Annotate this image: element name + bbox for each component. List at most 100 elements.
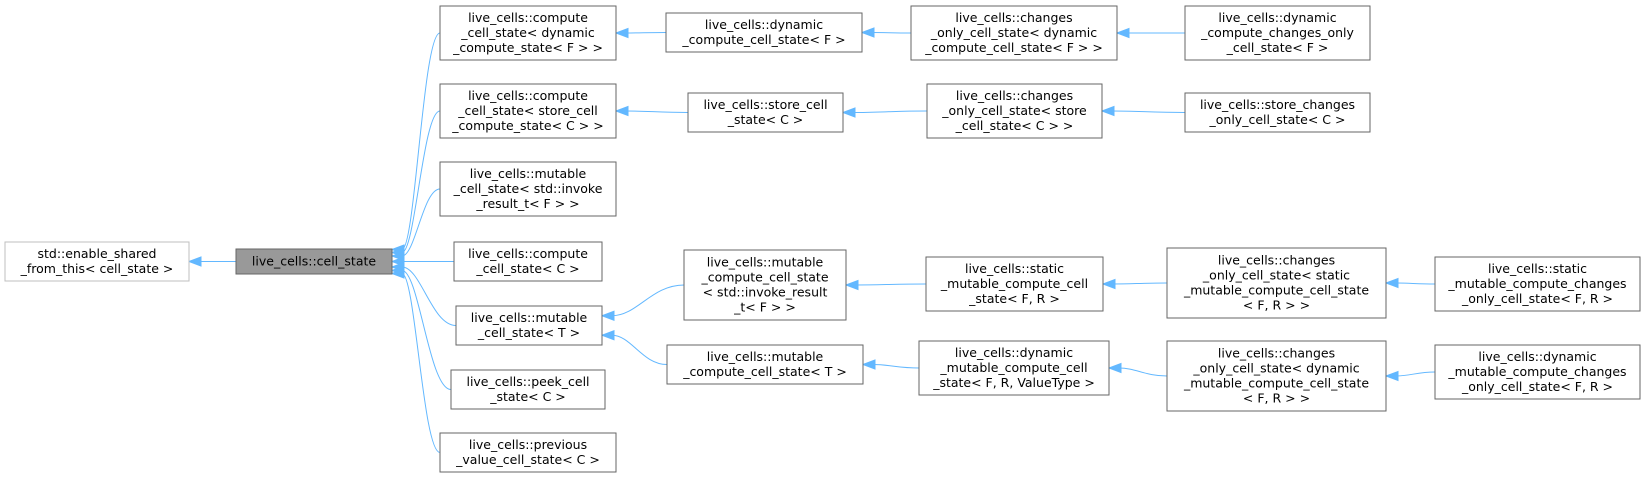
class-label-line: _cell_state< std::invoke — [453, 181, 603, 196]
class-node-compute-store[interactable]: live_cells::compute_cell_state< store_ce… — [439, 83, 617, 139]
edges-layer — [187, 27, 1436, 453]
class-label-line: live_cells::compute — [468, 10, 588, 25]
class-label-line: _cell_state< C > — [475, 261, 579, 276]
class-box — [1184, 92, 1371, 133]
class-label-line: _only_cell_state< static — [1202, 268, 1350, 283]
class-label-line: _from_this< cell_state > — [20, 261, 174, 276]
class-label-line: live_cells::dynamic — [1478, 349, 1596, 364]
class-label-line: _mutable_compute_cell — [940, 276, 1088, 291]
class-label-line: _cell_state< store_cell — [457, 103, 598, 118]
class-node-compute-c[interactable]: live_cells::compute_cell_state< C > — [453, 241, 603, 282]
class-node-dyn-compute[interactable]: live_cells::dynamic_compute_cell_state< … — [665, 12, 863, 53]
class-node-mutable-t[interactable]: live_cells::mutable_cell_state< T > — [455, 305, 603, 346]
class-node-mutable-invoke[interactable]: live_cells::mutable_cell_state< std::inv… — [439, 161, 617, 217]
class-label-line: live_cells::dynamic — [955, 345, 1073, 360]
class-label-line: _only_cell_state< dynamic — [930, 25, 1097, 40]
class-label-line: _compute_changes_only — [1200, 25, 1354, 40]
inheritance-edge — [401, 266, 457, 326]
class-label-line: live_cells::cell_state — [252, 254, 376, 269]
class-node-mut-compute-t[interactable]: live_cells::mutable_compute_cell_state< … — [666, 344, 864, 385]
inheritance-arrowhead — [614, 27, 629, 39]
class-node-changes-store[interactable]: live_cells::changes_only_cell_state< sto… — [926, 83, 1103, 139]
class-box — [1434, 256, 1641, 312]
inheritance-arrowhead — [187, 256, 202, 267]
class-node-peek[interactable]: live_cells::peek_cell_state< C > — [450, 369, 606, 410]
inheritance-edge — [611, 284, 685, 317]
class-node-static-mut[interactable]: live_cells::static_mutable_compute_cell_… — [925, 256, 1104, 312]
class-node-compute-dyn[interactable]: live_cells::compute_cell_state< dynamic_… — [439, 5, 617, 61]
class-label-line: live_cells::changes — [1218, 253, 1335, 268]
class-label-line: live_cells::changes — [956, 88, 1073, 103]
inheritance-edge — [871, 32, 912, 34]
class-node-static-changes-only[interactable]: live_cells::static_mutable_compute_chang… — [1434, 256, 1641, 312]
class-label-line: live_cells::dynamic — [705, 17, 823, 32]
class-label-line: _only_cell_state< C > — [1209, 112, 1346, 127]
class-label-line: _state< F, R, ValueType > — [932, 375, 1095, 390]
class-label-line: _mutable_compute_cell — [939, 360, 1087, 375]
inheritance-edge — [1111, 110, 1186, 113]
class-label-line: _cell_state< dynamic — [460, 25, 595, 40]
class-label-line: live_cells::mutable — [707, 255, 824, 270]
class-label-line: live_cells::changes — [955, 10, 1072, 25]
class-label-line: live_cells::mutable — [707, 349, 824, 364]
inheritance-arrowhead — [844, 279, 859, 291]
inheritance-edge — [611, 334, 668, 365]
inheritance-edge — [401, 110, 441, 253]
class-node-store-changes-only[interactable]: live_cells::store_changes_only_cell_stat… — [1184, 92, 1371, 133]
class-label-line: < F, R > > — [1243, 391, 1310, 406]
inheritance-edge — [1112, 282, 1168, 285]
class-label-line: _cell_state< F > — [1226, 40, 1329, 55]
class-label-line: live_cells::changes — [1218, 346, 1335, 361]
class-node-dyn-mut[interactable]: live_cells::dynamic_mutable_compute_cell… — [918, 340, 1110, 396]
inheritance-arrowhead — [1384, 370, 1399, 382]
class-label-line: live_cells::previous — [469, 437, 587, 452]
class-label-line: _compute_cell_state< T > — [682, 364, 847, 379]
class-label-line: live_cells::compute — [468, 246, 588, 261]
class-node-changes-static[interactable]: live_cells::changes_only_cell_state< sta… — [1166, 247, 1387, 319]
inheritance-arrowhead — [841, 107, 856, 118]
class-node-changes-dyn-mut[interactable]: live_cells::changes_only_cell_state< dyn… — [1166, 340, 1387, 412]
inheritance-arrowhead — [1107, 362, 1122, 374]
class-box — [235, 248, 393, 275]
class-box — [439, 161, 617, 217]
class-box — [666, 344, 864, 385]
class-label-line: _only_cell_state< F, R > — [1461, 291, 1613, 306]
class-label-line: _state< F, R > — [968, 291, 1060, 306]
class-node-previous[interactable]: live_cells::previous_value_cell_state< C… — [439, 432, 617, 473]
inheritance-arrowhead — [1115, 27, 1130, 39]
class-label-line: _t< F > > — [733, 300, 796, 315]
class-label-line: live_cells::mutable — [471, 310, 588, 325]
inheritance-edge — [1118, 367, 1168, 377]
class-label-line: live_cells::static — [965, 261, 1064, 276]
inheritance-edge — [855, 283, 927, 286]
inheritance-edge — [1395, 282, 1436, 285]
inheritance-arrowhead — [1101, 278, 1116, 290]
class-node-dyn-mut-changes-only[interactable]: live_cells::dynamic_mutable_compute_chan… — [1434, 344, 1641, 400]
inheritance-arrowhead — [600, 330, 615, 341]
class-node-cell-state[interactable]: live_cells::cell_state — [235, 248, 393, 275]
class-box — [439, 432, 617, 473]
class-label-line: _compute_state< F > > — [452, 40, 603, 55]
class-label-line: _mutable_compute_cell_state — [1183, 376, 1369, 391]
class-box — [687, 92, 844, 133]
inheritance-arrowhead — [614, 105, 629, 117]
class-node-changes-dyn[interactable]: live_cells::changes_only_cell_state< dyn… — [910, 5, 1118, 61]
class-box — [926, 83, 1103, 139]
inheritance-edge — [852, 110, 928, 113]
class-label-line: live_cells::store_changes — [1200, 97, 1355, 112]
class-node-store-cell[interactable]: live_cells::store_cell_state< C > — [687, 92, 844, 133]
class-box — [665, 12, 863, 53]
class-label-line: _mutable_compute_changes — [1447, 276, 1626, 291]
class-label-line: live_cells::store_cell — [703, 97, 827, 112]
class-box — [925, 256, 1104, 312]
inheritance-edge — [401, 188, 441, 257]
class-label-line: _only_cell_state< dynamic — [1192, 361, 1359, 376]
class-box — [1166, 247, 1387, 319]
class-node-dyn-changes-only[interactable]: live_cells::dynamic_compute_changes_only… — [1184, 5, 1371, 61]
class-node-mut-compute-invoke[interactable]: live_cells::mutable_compute_cell_state< … — [683, 249, 847, 321]
class-label-line: _mutable_compute_cell_state — [1183, 283, 1369, 298]
class-label-line: _value_cell_state< C > — [455, 452, 600, 467]
class-node-enable-shared[interactable]: std::enable_shared_from_this< cell_state… — [4, 241, 190, 282]
class-label-line: _compute_cell_state< F > — [681, 32, 845, 47]
